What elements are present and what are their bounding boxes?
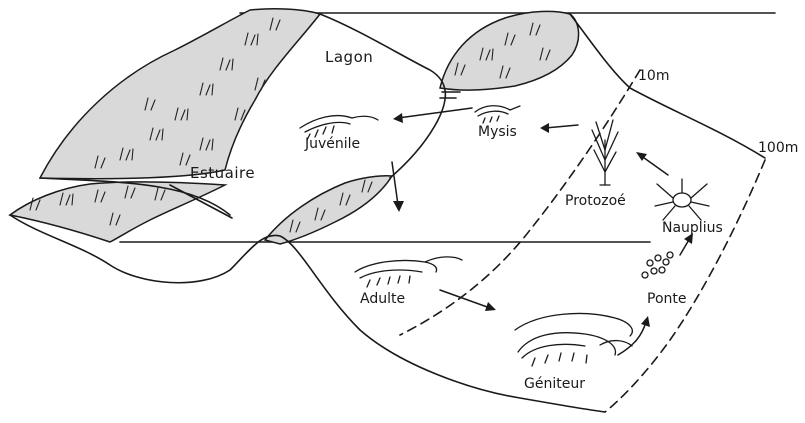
arrow-geniteur-to-ponte (618, 322, 646, 355)
label-adulte: Adulte (360, 291, 405, 307)
label-protozoe: Protozoé (565, 193, 626, 209)
offshore-zone-boundary-outer (605, 160, 765, 412)
adult-shrimp-drawing (355, 257, 462, 287)
arrow-adult-to-geniteur (440, 290, 490, 308)
label-lagon: Lagon (325, 48, 373, 66)
label-depth-10m: 10m (638, 68, 669, 84)
label-ponte: Ponte (647, 291, 686, 307)
label-juvenile: Juvénile (304, 136, 360, 152)
label-nauplius: Nauplius (662, 220, 723, 236)
arrow-nauplius-to-protozoe (640, 155, 668, 175)
label-estuaire: Estuaire (190, 164, 255, 182)
label-depth-100m: 100m (758, 140, 798, 156)
label-mysis: Mysis (478, 124, 517, 140)
eggs-ponte-drawing (642, 252, 673, 278)
nauplius-larva-drawing (655, 179, 709, 220)
geniteur-shrimp-drawing (515, 314, 632, 366)
label-geniteur: Géniteur (524, 376, 585, 392)
